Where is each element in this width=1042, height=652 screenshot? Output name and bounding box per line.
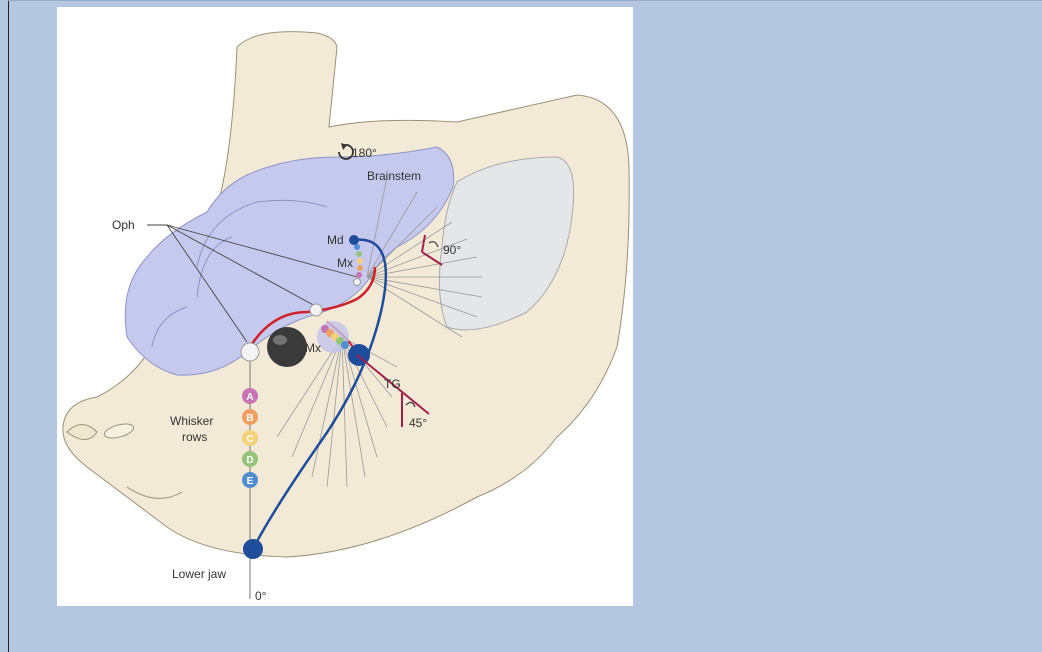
tg-label: TG [384, 377, 401, 391]
window-top-border [8, 0, 1042, 1]
white-node-upper [310, 304, 322, 316]
whisker-row-d-letter: D [246, 455, 253, 466]
oph-label: Oph [112, 218, 135, 232]
rotation-180-label: 180° [352, 146, 377, 160]
trigeminal-ganglion [267, 327, 307, 367]
mx-lower-label: Mx [305, 341, 321, 355]
md-node [349, 235, 359, 245]
whisker-row-a-letter: A [246, 392, 253, 403]
angle-0-label: 0° [255, 589, 267, 603]
brainstem-label: Brainstem [367, 169, 421, 183]
lower-jaw-label: Lower jaw [172, 567, 226, 581]
whisker-row-b-letter: B [246, 413, 253, 424]
mx-upper-label: Mx [337, 256, 353, 270]
whisker-row-e-letter: E [247, 476, 254, 487]
whisker-row-c-letter: C [246, 434, 253, 445]
white-node-left [241, 343, 259, 361]
window-left-border [8, 0, 9, 652]
figure-panel: A B C D E 180° Brainstem Oph Md Mx 90° M… [57, 7, 633, 606]
angle-45-label: 45° [409, 416, 427, 430]
angle-90-label: 90° [443, 243, 461, 257]
whisker-rows-label-line2: rows [182, 430, 207, 444]
lower-jaw-node [243, 539, 263, 559]
md-label: Md [327, 233, 344, 247]
ganglion-highlight [273, 335, 287, 345]
diagram-svg: A B C D E 180° Brainstem Oph Md Mx 90° M… [57, 7, 633, 606]
whisker-rows-label-line1: Whisker [170, 414, 213, 428]
